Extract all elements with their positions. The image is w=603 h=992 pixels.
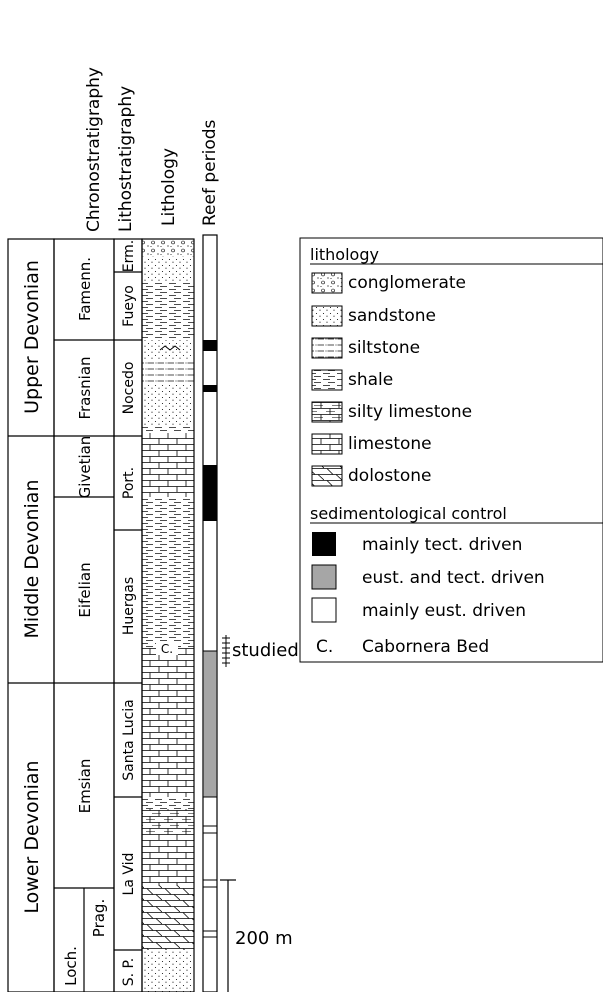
studied-interval-ruler [222, 635, 230, 667]
lithology-sandstone-bed [142, 385, 194, 425]
scale-bar [220, 879, 236, 992]
stage-eifelian: Eifelian [76, 562, 94, 617]
lithology-limestone-bed [142, 647, 194, 797]
reef-periods-column [202, 234, 218, 992]
legend-swatch-sandstone [311, 305, 343, 327]
formation-fueyo: Fueyo [121, 285, 137, 327]
legend-swatch-shale [311, 369, 343, 391]
lithology-limestone-bed [142, 433, 194, 497]
legend-swatch-dolostone [311, 465, 343, 487]
legend-swatch-siltstone [311, 337, 343, 359]
formation-santa-lucia: Santa Lucia [121, 699, 137, 780]
formation-nocedo: Nocedo [121, 362, 137, 415]
stage-pragian: Prag. [90, 899, 108, 937]
series-upper-devonian: Upper Devonian [21, 260, 43, 414]
formation-portilla: Port. [121, 467, 137, 499]
lithology-siltstone-bed [142, 360, 194, 385]
series-lower-devonian: Lower Devonian [21, 760, 43, 913]
lithology-dolostone-bed [142, 885, 194, 950]
legend-swatch-silty-limestone [311, 401, 343, 423]
lithology-silty-limestone-bed [142, 809, 194, 835]
stage-lochkovian: Loch. [62, 946, 80, 986]
reef-period-tect-driven [203, 340, 217, 351]
scale-bar-label: 200 m [235, 928, 293, 949]
legend-item-limestone: limestone [348, 434, 432, 454]
legend-item-eust-tect-driven: eust. and tect. driven [362, 568, 545, 588]
lithology-shale-bed [142, 425, 194, 433]
header-reef-periods: Reef periods [200, 119, 220, 226]
legend-lithology-title: lithology [310, 245, 379, 264]
header-lithology: Lithology [159, 148, 179, 226]
legend-swatch-eust-tect-driven [311, 564, 337, 590]
legend-swatch-conglomerate [311, 272, 343, 294]
header-chronostratigraphy: Chronostratigraphy [84, 67, 104, 232]
cabornera-marker: C. [161, 642, 173, 656]
reef-period-tect-driven [203, 385, 217, 392]
legend-item-dolostone: dolostone [348, 466, 431, 486]
lithology-sandstone-bed [142, 950, 194, 992]
legend-control-title: sedimentological control [310, 504, 507, 523]
lithology-shale-bed [142, 282, 194, 340]
lithology-shale-bed [142, 497, 194, 647]
lithology-sandstone-bed [142, 257, 194, 282]
legend-swatch-tect-driven [312, 532, 336, 556]
formation-ermita: Erm. [121, 240, 137, 272]
legend-cabornera-symbol: C. [316, 637, 333, 657]
lithology-conglomerate-bed [142, 239, 194, 257]
legend-item-sandstone: sandstone [348, 306, 436, 326]
reef-period-eust-tect-driven [202, 650, 218, 798]
stage-givetian: Givetian [76, 436, 94, 499]
stage-frasnian: Frasnian [76, 356, 94, 419]
legend: lithology conglomerate sandstone siltsto… [299, 237, 603, 663]
header-lithostratigraphy: Lithostratigraphy [116, 86, 136, 232]
legend-item-siltstone: siltstone [348, 338, 420, 358]
series-middle-devonian: Middle Devonian [21, 480, 43, 639]
legend-swatch-eust-driven [311, 597, 337, 623]
legend-item-conglomerate: conglomerate [348, 273, 466, 293]
stage-emsian: Emsian [76, 759, 94, 814]
lithology-column: C. [141, 238, 195, 992]
legend-item-tect-driven: mainly tect. driven [362, 535, 522, 555]
stage-famennian: Famenn. [76, 257, 94, 321]
legend-swatch-limestone [311, 433, 343, 455]
formation-san-pedro: S. P. [121, 958, 137, 987]
formation-la-vid: La Vid [121, 853, 137, 896]
lithology-shale-bed [142, 797, 194, 809]
lithology-limestone-bed [142, 835, 194, 885]
legend-item-silty-limestone: silty limestone [348, 402, 472, 422]
reef-period-tect-driven [203, 465, 217, 521]
legend-item-shale: shale [348, 370, 393, 390]
formation-huergas: Huergas [121, 577, 137, 635]
legend-cabornera-label: Cabornera Bed [362, 637, 489, 657]
lithology-sandstone-bed [142, 340, 194, 360]
legend-item-eust-driven: mainly eust. driven [362, 601, 526, 621]
